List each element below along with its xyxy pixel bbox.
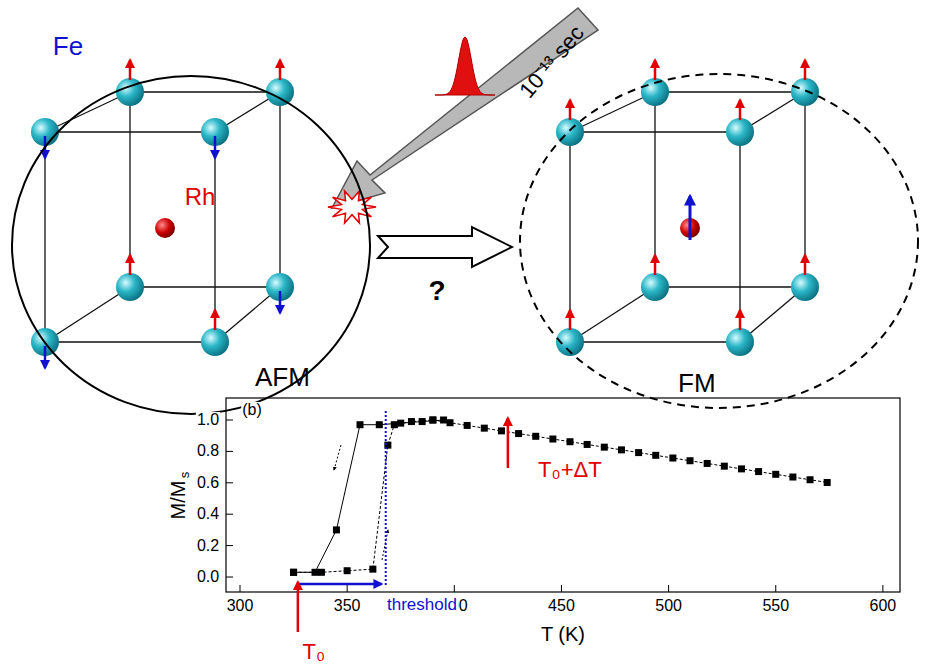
atom-label: Fe	[52, 33, 84, 59]
magnetization-chart	[226, 398, 900, 632]
crystal-cube	[31, 60, 294, 368]
state-label: FM	[678, 368, 716, 399]
crystal-cube	[556, 60, 819, 356]
impact-burst	[328, 191, 376, 223]
temperature-marker: T₀+ΔT	[537, 459, 603, 481]
ellipse-outline	[10, 74, 372, 416]
tick-label: 0.2	[196, 538, 220, 554]
tick-label: 1.0	[196, 412, 220, 428]
transition-arrow	[378, 227, 512, 267]
tick-label: 0.4	[196, 506, 220, 522]
temperature-marker: T₀	[302, 641, 327, 663]
axis-subscript: s	[178, 471, 191, 480]
tick-label: 500	[654, 598, 683, 614]
tick-label: 350	[333, 598, 362, 614]
tick-label: 450	[547, 598, 576, 614]
tick-label: 0.0	[196, 569, 220, 585]
ellipse-outline	[518, 72, 920, 410]
tick-label: 0.6	[196, 475, 220, 491]
state-ellipse: AFM	[10, 74, 372, 416]
atom-label: Rh	[184, 185, 217, 209]
tick-label: 300	[226, 598, 255, 614]
edge-label: ?	[428, 275, 445, 307]
tick-label: 600	[869, 598, 898, 614]
axis-title: M/M	[168, 480, 188, 521]
tick-label: 550	[761, 598, 790, 614]
state-ellipse: FM	[518, 72, 920, 410]
axis-title: T (K)	[540, 624, 586, 644]
state-label: AFM	[255, 362, 310, 393]
pulse-arrow	[328, 8, 598, 223]
tick-label: 0.8	[196, 443, 220, 459]
threshold-line	[385, 410, 387, 585]
panel-label: (b)	[241, 402, 263, 418]
threshold-label: threshold	[386, 596, 458, 613]
